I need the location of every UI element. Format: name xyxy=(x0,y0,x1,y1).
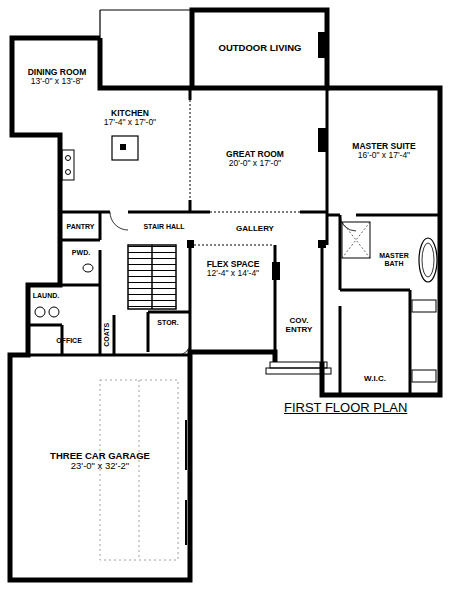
room-name: FLEX SPACE xyxy=(207,260,260,269)
room-label: GALLERY xyxy=(215,222,295,237)
room-name: PANTRY xyxy=(67,223,95,231)
room-name: MASTER BATH xyxy=(370,252,418,267)
room-label: THREE CAR GARAGE23'-0" x 32'-2" xyxy=(25,446,175,476)
room-name: COATS xyxy=(103,323,111,347)
room-dimension: 13'-0" x 13'-8" xyxy=(31,77,83,86)
room-name: STAIR HALL xyxy=(143,223,184,231)
room-name: THREE CAR GARAGE xyxy=(50,451,150,461)
room-label: COATS xyxy=(101,316,113,354)
room-dimension: 16'-0" x 17'-4" xyxy=(358,151,410,160)
room-label: KITCHEN17'-4" x 17'-0" xyxy=(88,104,172,132)
room-label: MASTER SUITE16'-0" x 17'-4" xyxy=(332,136,436,166)
room-label: FLEX SPACE12'-4" x 14'-4" xyxy=(194,254,272,284)
room-name: LAUND. xyxy=(33,292,59,300)
room-label: LAUND. xyxy=(30,290,62,302)
room-name: DINING ROOM xyxy=(28,68,87,77)
room-name: OUTDOOR LIVING xyxy=(219,43,302,53)
room-label: DINING ROOM13'-0" x 13'-8" xyxy=(15,62,99,92)
room-name: W.I.C. xyxy=(364,375,386,384)
room-label: STAIR HALL xyxy=(140,219,188,234)
room-dimension: 23'-0" x 32'-2" xyxy=(71,461,129,471)
room-label: W.I.C. xyxy=(345,372,405,387)
room-name: MASTER SUITE xyxy=(352,142,415,151)
room-name: GREAT ROOM xyxy=(226,150,284,159)
room-name: GALLERY xyxy=(236,225,274,234)
room-name: STOR. xyxy=(157,319,178,327)
room-label: PANTRY xyxy=(62,219,99,234)
room-name: KITCHEN xyxy=(111,109,149,118)
room-label: OUTDOOR LIVING xyxy=(200,30,320,66)
room-label: MASTER BATH xyxy=(370,246,418,274)
room-name: OFFICE xyxy=(56,337,82,345)
room-dimension: 12'-4" x 14'-4" xyxy=(207,269,259,278)
room-label: STOR. xyxy=(150,316,186,330)
room-name: PWD. xyxy=(72,249,90,257)
room-label: OFFICE xyxy=(40,334,98,348)
room-dimension: 17'-4" x 17'-0" xyxy=(104,118,156,127)
room-name: COV. ENTRY xyxy=(277,317,321,335)
room-label: GREAT ROOM20'-0" x 17'-0" xyxy=(200,144,310,174)
room-label: PWD. xyxy=(63,246,99,260)
room-label: COV. ENTRY xyxy=(277,312,321,340)
plan-title: FIRST FLOOR PLAN xyxy=(284,400,407,415)
room-dimension: 20'-0" x 17'-0" xyxy=(229,159,281,168)
